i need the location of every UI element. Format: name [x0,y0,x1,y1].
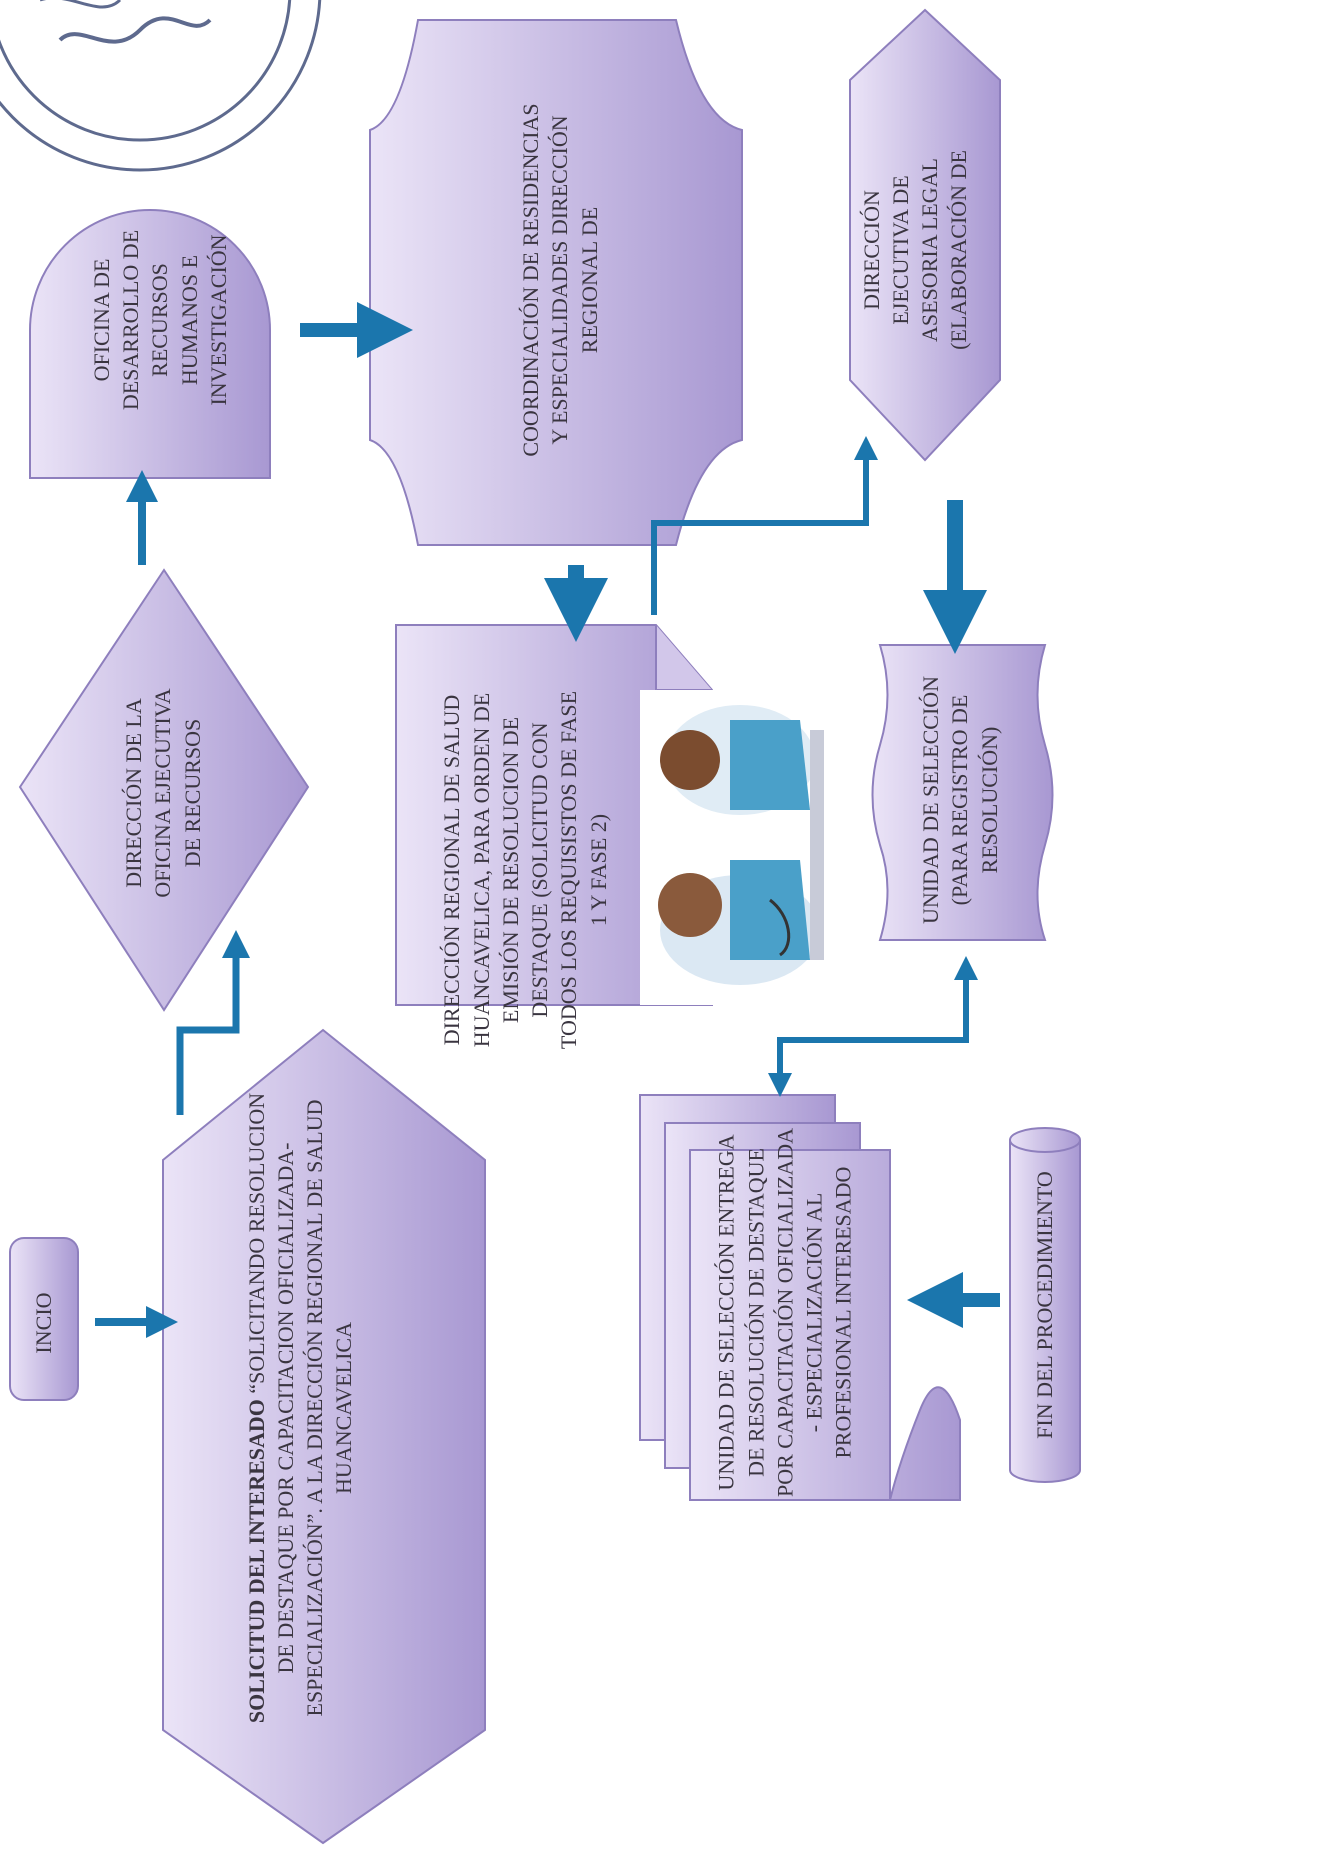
fin-label: FIN DEL PROCEDIMIENTO [1032,1171,1058,1439]
solicitud-shape [162,1028,486,1845]
inicio-shape [9,1237,79,1401]
coordinacion-label: COORDINACIÓN DE RESIDENCIAS Y ESPECIALID… [518,103,602,457]
arrow-solicitud-direccion [176,930,250,1115]
seal-stamp [0,0,322,172]
direccion-oficina-label: DIRECCIÓN DE LA OFICINA EJECUTIVA DE REC… [121,688,205,898]
fin-shape [1009,1127,1081,1483]
arrows-group [95,302,1000,1338]
direccion-regional-label: DIRECCIÓN REGIONAL DE SALUD HUANCAVELICA… [439,690,611,1050]
arrow-bidirectional-registro-entrega [768,956,978,1097]
asesoria-legal-label: DIRECCIÓN EJECUTIVA DE ASESORIA LEGAL (E… [858,150,972,350]
coordinacion-shape [369,19,743,546]
arrow-regional-asesoria [651,436,878,615]
unidad-registro-shape [871,644,1054,941]
asesoria-legal-shape [849,8,1001,462]
unidad-entrega-label: UNIDAD DE SELECCIÓN ENTREGA DE RESOLUCIÓ… [713,1128,856,1498]
nurses-illustration [640,690,840,1005]
oficina-desarrollo-shape [29,209,271,479]
solicitud-label: SOLICITUD DEL INTERESADO “SOLICITANDO RE… [170,1088,430,1728]
inicio-label: INCIO [31,1292,57,1354]
direccion-oficina-shape [18,568,310,1012]
oficina-desarrollo-label: OFICINA DE DESARROLLO DE RECURSOS HUMANO… [88,229,231,411]
unidad-entrega-shape [639,1094,961,1501]
solicitud-bold: SOLICITUD DEL INTERESADO [243,1399,269,1724]
unidad-registro-label: UNIDAD DE SELECCIÓN (PARA REGISTRO DE RE… [918,675,1002,925]
